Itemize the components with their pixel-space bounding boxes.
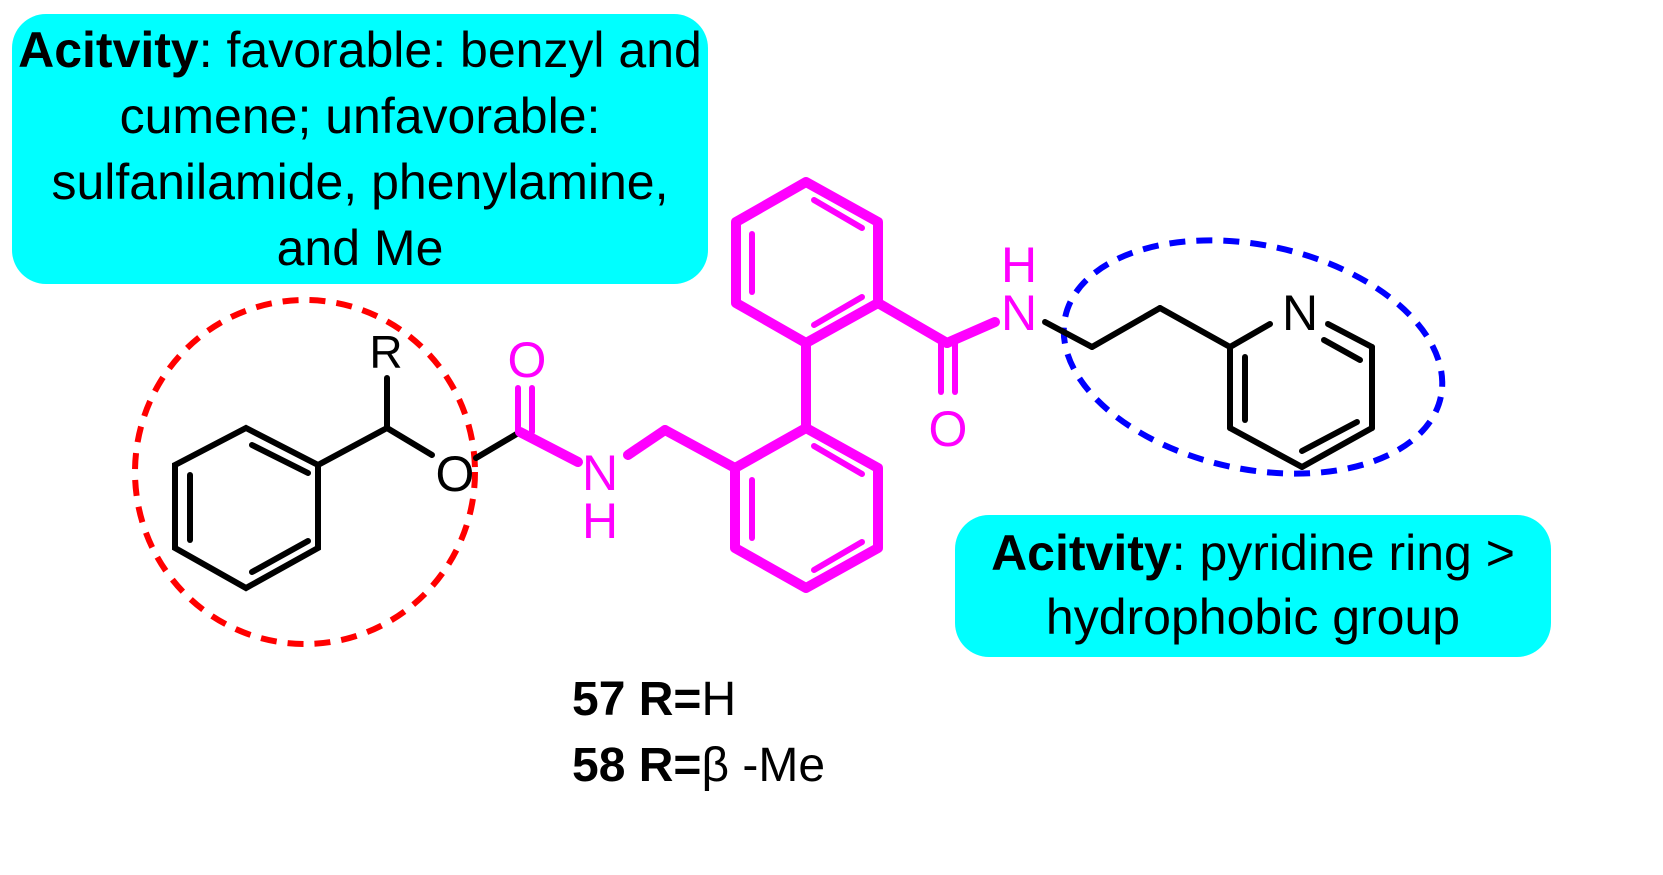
compound-57-r-label: R=: [638, 673, 702, 726]
carbamate-nitrogen-label: N: [582, 445, 618, 501]
compound-57-caption: 57 R=H: [572, 672, 736, 727]
r-atom-label: R: [369, 326, 402, 378]
red-dashed-circle: [132, 297, 478, 647]
compound-57-r-value: H: [701, 673, 737, 726]
left-callout-text: : favorable: benzyl and cumene; unfavora…: [51, 22, 702, 276]
compound-58-r-label: R=: [638, 739, 702, 792]
left-callout-keyword: Acitvity: [18, 22, 199, 78]
compound-58-number: 58: [572, 739, 626, 792]
carbamate-hydrogen-label: H: [582, 493, 618, 549]
ester-oxygen-label: O: [436, 446, 475, 502]
compound-57-number: 57: [572, 673, 626, 726]
right-callout-keyword: Acitvity: [991, 525, 1172, 581]
blue-dashed-ellipse: [1060, 237, 1446, 477]
carbamate-oxygen-label: O: [508, 332, 547, 388]
phenyl-ring: [172, 424, 321, 592]
pyridine-nitrogen-label: N: [1282, 285, 1318, 341]
right-activity-callout: Acitvity: pyridine ring > hydrophobic gr…: [955, 515, 1551, 657]
amide-hydrogen-label: H: [1001, 237, 1037, 293]
amide-oxygen-label: O: [929, 401, 968, 457]
right-callout-text: : pyridine ring > hydrophobic group: [1045, 525, 1515, 645]
black-bonds: [315, 305, 1233, 468]
core-scaffold-inner-bonds: [515, 197, 958, 573]
left-activity-callout: Acitvity: favorable: benzyl and cumene; …: [12, 14, 708, 284]
pyridine-ring: [1227, 321, 1375, 470]
amide-nitrogen-label: N: [1001, 285, 1037, 341]
compound-58-caption: 58 R=β -Me: [572, 738, 825, 793]
core-scaffold: [515, 177, 1000, 593]
compound-58-r-value: β -Me: [701, 739, 826, 792]
